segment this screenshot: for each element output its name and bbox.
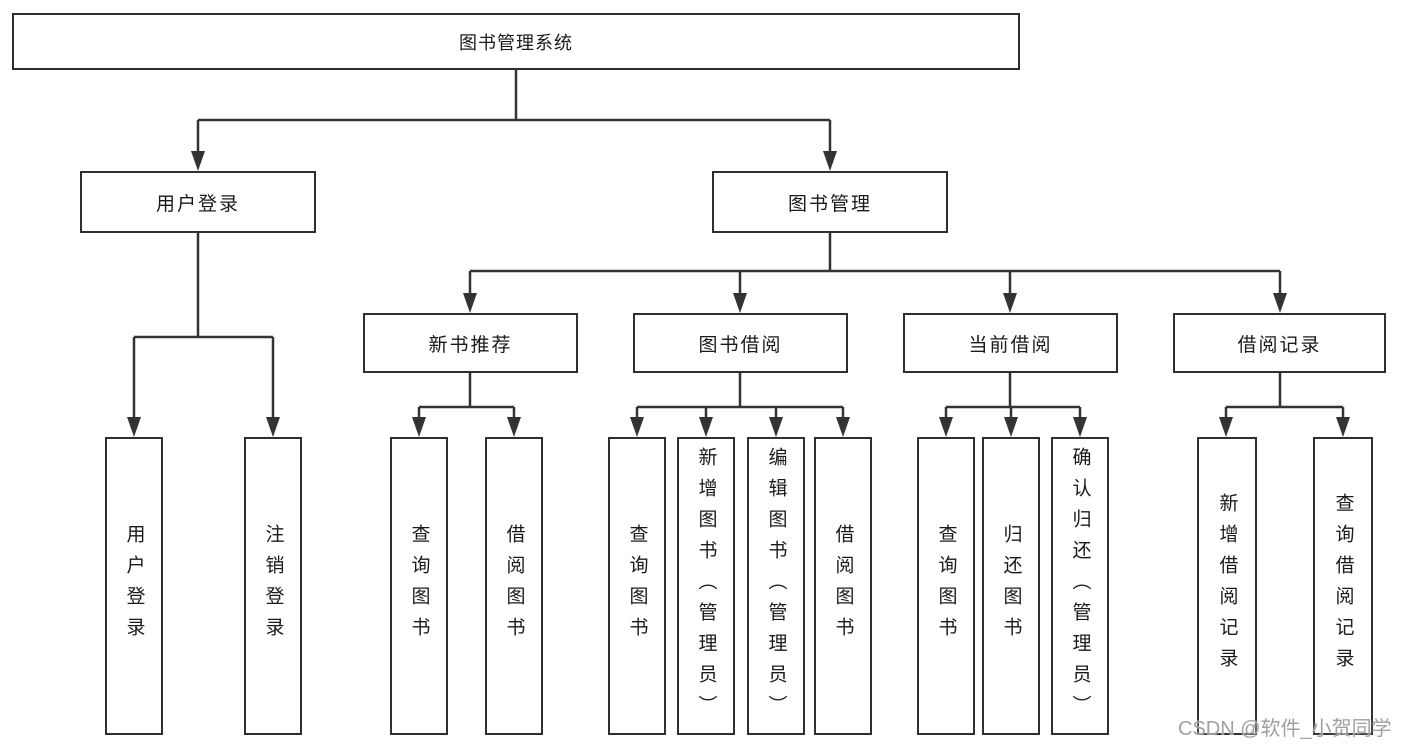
node-borrow-records-label: 借阅记录 xyxy=(1237,334,1322,356)
node-library-system-label: 图书管理系统 xyxy=(459,32,573,53)
node-borrow-records: 借阅记录 xyxy=(1173,313,1386,373)
leaf-return-books-label: 归还图书 xyxy=(1000,524,1022,648)
node-library-system: 图书管理系统 xyxy=(12,13,1020,70)
leaf-logout-label: 注销登录 xyxy=(262,524,284,648)
leaf-return-books: 归还图书 xyxy=(982,437,1040,735)
node-book-borrow: 图书借阅 xyxy=(633,313,848,373)
leaf-borrow-books-2-label: 借阅图书 xyxy=(832,524,854,648)
leaf-query-borrow-record-label: 查询借阅记录 xyxy=(1332,493,1354,679)
leaf-query-books-1-label: 查询图书 xyxy=(408,524,430,648)
leaf-add-books-admin-label: 新增图书（管理员） xyxy=(695,446,717,726)
leaf-query-books-2: 查询图书 xyxy=(608,437,666,735)
node-current-borrow: 当前借阅 xyxy=(903,313,1118,373)
leaf-add-books-admin: 新增图书（管理员） xyxy=(677,437,735,735)
node-user-login: 用户登录 xyxy=(80,171,316,233)
leaf-confirm-return-admin-label: 确认归还（管理员） xyxy=(1069,446,1091,726)
node-user-login-label: 用户登录 xyxy=(155,193,240,215)
leaf-query-borrow-record: 查询借阅记录 xyxy=(1313,437,1373,735)
leaf-edit-books-admin: 编辑图书（管理员） xyxy=(747,437,805,735)
leaf-add-borrow-record: 新增借阅记录 xyxy=(1197,437,1257,735)
leaf-confirm-return-admin: 确认归还（管理员） xyxy=(1051,437,1109,735)
leaf-query-books-2-label: 查询图书 xyxy=(626,524,648,648)
node-new-book-recommend: 新书推荐 xyxy=(363,313,578,373)
node-new-book-recommend-label: 新书推荐 xyxy=(428,334,513,356)
node-book-management-label: 图书管理 xyxy=(787,193,872,215)
leaf-query-books-3-label: 查询图书 xyxy=(935,524,957,648)
leaf-add-borrow-record-label: 新增借阅记录 xyxy=(1216,493,1238,679)
leaf-borrow-books-1: 借阅图书 xyxy=(485,437,543,735)
node-book-borrow-label: 图书借阅 xyxy=(698,334,783,356)
node-book-management: 图书管理 xyxy=(712,171,948,233)
leaf-logout: 注销登录 xyxy=(244,437,302,735)
leaf-borrow-books-1-label: 借阅图书 xyxy=(503,524,525,648)
csdn-watermark: CSDN @软件_小贺同学 xyxy=(1178,718,1392,740)
leaf-query-books-1: 查询图书 xyxy=(390,437,448,735)
leaf-query-books-3: 查询图书 xyxy=(917,437,975,735)
leaf-user-login-label: 用户登录 xyxy=(123,524,145,648)
leaf-borrow-books-2: 借阅图书 xyxy=(814,437,872,735)
leaf-edit-books-admin-label: 编辑图书（管理员） xyxy=(765,446,787,726)
leaf-user-login: 用户登录 xyxy=(105,437,163,735)
node-current-borrow-label: 当前借阅 xyxy=(968,334,1053,356)
